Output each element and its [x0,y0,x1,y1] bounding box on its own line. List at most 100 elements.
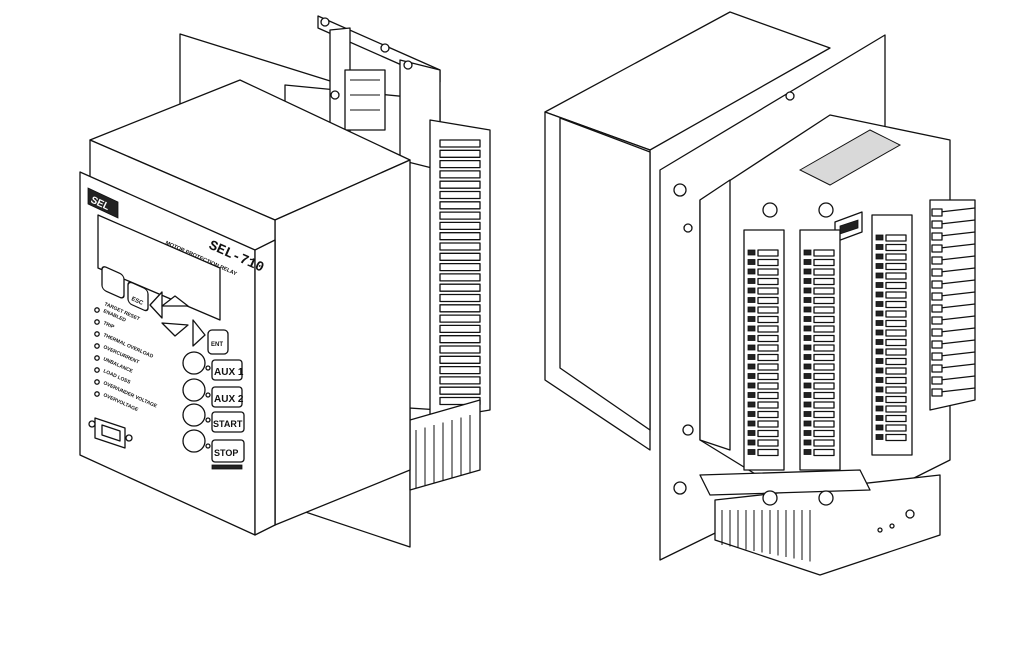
terminal-segment [757,315,779,324]
terminal-pin [939,375,976,381]
terminal-segment [757,353,779,362]
terminal-segment [885,386,907,394]
terminal-screw [803,306,812,313]
right-arrow-button[interactable] [192,319,206,347]
terminal-segment [885,291,907,299]
terminal-screw [747,430,756,436]
left-arrow-button[interactable] [149,291,163,319]
terminal-segment [931,280,943,289]
terminal-segment [885,319,907,328]
terminal-screw [747,363,756,370]
terminal-screw [803,287,812,294]
terminal-screw [747,354,756,360]
terminal-segment [931,232,943,241]
esc-button[interactable]: ESC [127,281,149,312]
terminal-segment [813,344,835,352]
left-heat-sink [344,69,386,131]
terminal-segment [439,273,481,282]
terminal-segment [931,256,943,265]
terminal-segment [813,249,835,257]
terminal-screw [875,291,884,298]
terminal-pin [939,291,976,297]
terminal-segment [813,448,835,457]
terminal-segment [885,300,907,309]
terminal-segment [885,405,907,413]
start-pushbutton[interactable]: START [182,403,245,433]
ent-button[interactable]: ENT [207,329,229,355]
rear-view [544,11,976,576]
terminal-screw [875,434,884,440]
terminal-screw [803,316,812,322]
terminal-segment [813,325,835,333]
terminal-screw [803,268,812,275]
terminal-segment [757,296,779,305]
rear-serial-connector[interactable] [834,211,863,243]
terminal-segment [931,340,943,349]
terminal-segment [757,268,779,276]
aux2-pushbutton[interactable]: AUX 2 [182,378,244,408]
terminal-segment [813,268,835,276]
terminal-screw [803,325,812,332]
lcd-window [97,214,221,321]
terminal-screw [747,335,756,341]
terminal-segment [885,348,907,356]
aux1-pushbutton[interactable]: AUX 1 [182,351,244,381]
terminal-screw [875,329,884,336]
terminal-screw [803,420,812,427]
stop-pushbutton[interactable]: STOP [182,429,245,470]
terminal-segment [885,281,907,290]
terminal-pin [939,243,976,249]
terminal-screw [875,272,884,279]
terminal-segment [439,252,481,261]
terminal-screw [747,420,756,427]
terminal-segment [757,439,779,447]
terminal-segment [931,316,943,325]
led-label: TRIP [102,320,115,330]
terminal-segment [439,345,481,354]
front-view: SEL SEL-710 MOTOR PROTECTION RELAY TARGE… [79,15,491,548]
terminal-screw [875,282,884,288]
terminal-segment [439,201,481,210]
led-indicator [94,367,100,373]
stop-label: STOP [214,448,238,458]
terminal-segment [813,363,835,371]
rear-side-terminal-bank [929,199,976,411]
terminal-segment [439,170,481,179]
led-row: TRIP [94,319,116,331]
terminal-segment [813,372,835,381]
down-arrow-button[interactable] [161,322,189,337]
ent-label: ENT [211,342,223,348]
terminal-segment [757,382,779,390]
terminal-screw [803,373,812,379]
terminal-segment [757,410,779,419]
terminal-segment [757,372,779,381]
terminal-screw [803,449,812,455]
terminal-screw [875,253,884,260]
terminal-segment [439,221,481,231]
terminal-segment [931,304,943,313]
up-arrow-button[interactable] [161,295,189,307]
terminal-segment [931,376,943,385]
terminal-segment [931,364,943,373]
terminal-segment [757,258,779,267]
terminal-segment [885,433,907,442]
rear-vent-panel [798,129,902,186]
terminal-segment [885,376,907,385]
terminal-screw [747,306,756,313]
terminal-segment [757,363,779,371]
terminal-segment [813,382,835,390]
led-indicator [94,343,100,349]
front-serial-port[interactable] [88,417,133,449]
terminal-screw [875,348,884,355]
terminal-segment [813,334,835,343]
terminal-segment [813,429,835,438]
terminal-screw [747,287,756,294]
terminal-pin [939,363,976,369]
terminal-segment [885,310,907,318]
operator-pushbuttons: AUX 1 AUX 2 START STOP [182,351,245,470]
terminal-segment [439,355,481,364]
terminal-segment [813,410,835,419]
terminal-segment [439,283,481,292]
terminal-segment [757,391,779,400]
